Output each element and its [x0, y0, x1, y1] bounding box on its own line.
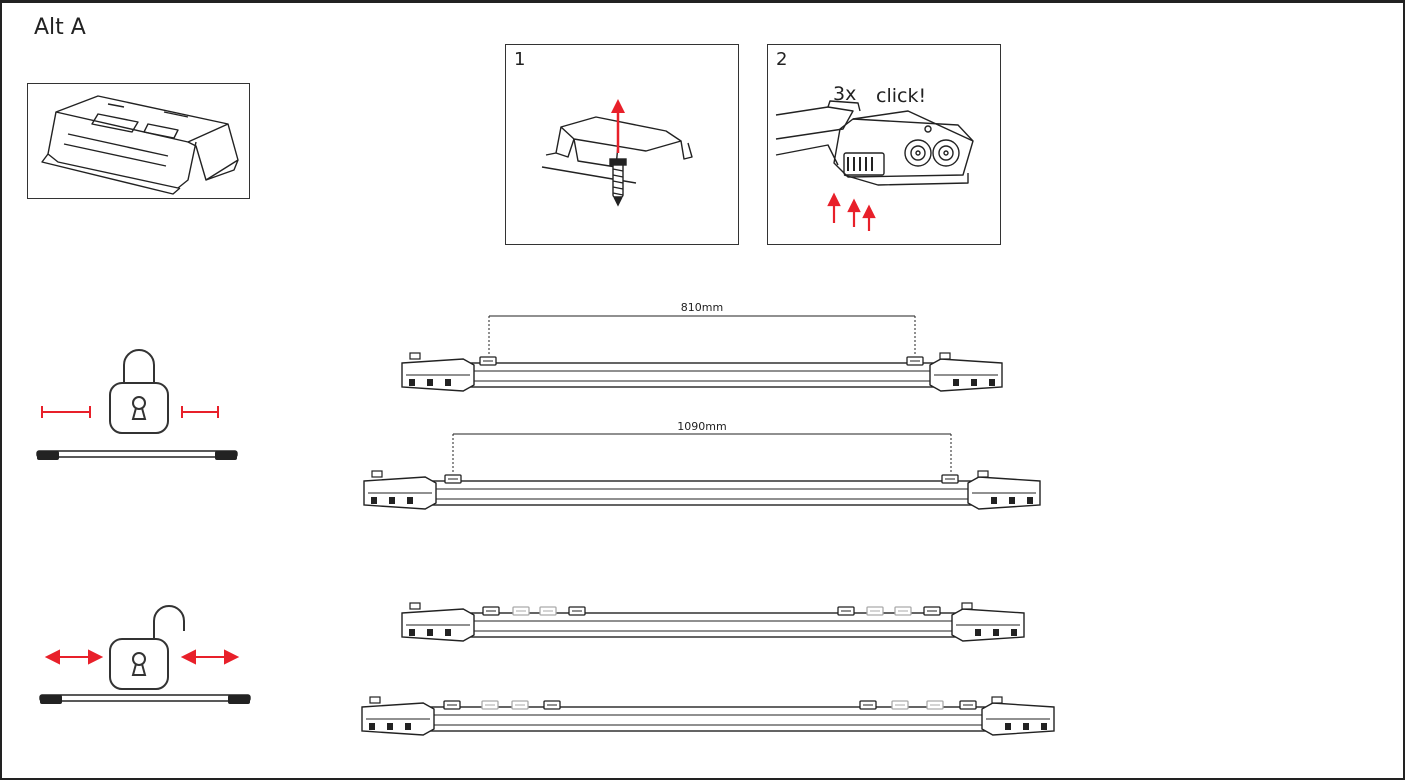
- lock-open-icon: [109, 605, 185, 690]
- dimension-label: 1090mm: [677, 420, 727, 433]
- mounting-clip-icon: [41, 95, 239, 195]
- screw-icon: [609, 158, 627, 207]
- click-count-label: 3x: [833, 83, 857, 105]
- fixture-small-side: [39, 694, 251, 704]
- fixed-length-markers: [41, 406, 219, 418]
- arrow-up-icon: [827, 192, 876, 231]
- click-label: click!: [876, 85, 927, 107]
- step-2-panel: 2 3x click!: [767, 44, 1001, 245]
- step-1-illustration: [541, 99, 693, 207]
- step-number: 2: [776, 49, 788, 70]
- fixture-1090-closed: [363, 470, 1041, 510]
- adjustable-length-arrows: [44, 649, 240, 665]
- step-1-panel: 1: [505, 44, 739, 245]
- step-number: 1: [514, 49, 526, 70]
- step-2-illustration: [775, 100, 974, 231]
- dimension-line: [488, 315, 916, 355]
- fixture-810-closed: [401, 352, 1003, 392]
- dimension-label: 810mm: [680, 301, 724, 314]
- fixture-1090-open: [361, 696, 1055, 736]
- arrow-up-icon: [611, 99, 625, 153]
- fixtures-drawing: [361, 315, 1055, 736]
- fixture-810-open: [401, 602, 1025, 642]
- lock-closed-icon: [109, 349, 169, 434]
- mounting-clip-thumbnail: [27, 83, 250, 199]
- page-title: Alt A: [34, 15, 86, 40]
- fixture-small-side: [36, 450, 238, 460]
- dimension-line: [452, 433, 952, 473]
